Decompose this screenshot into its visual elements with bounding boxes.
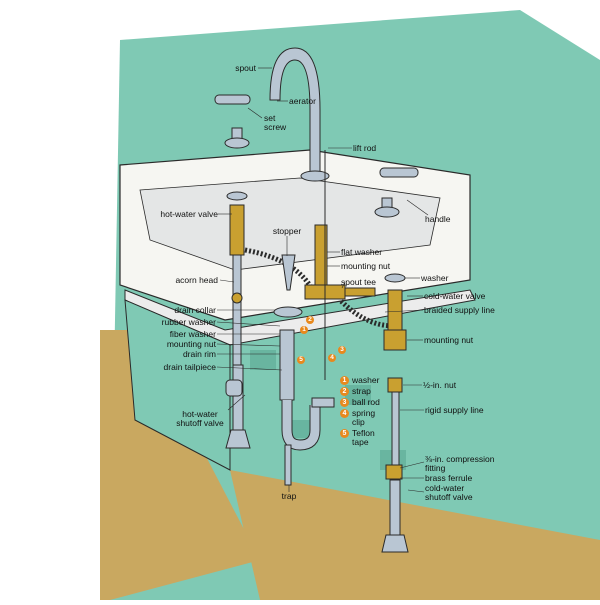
legend-text: Teflon tape — [352, 429, 375, 447]
label-stopper: stopper — [262, 227, 312, 236]
label-hot-water-shutoff-valve: hot-water shutoff valve — [170, 410, 230, 428]
callout-3: 3 — [338, 346, 346, 354]
legend-text: spring clip — [352, 409, 375, 427]
label-half-in-nut: ½-in. nut — [423, 381, 456, 390]
label-drain-rim: drain rim — [150, 350, 216, 359]
label-drain-collar: drain collar — [150, 306, 216, 315]
legend-number: 5 — [340, 429, 349, 438]
label-aerator: aerator — [289, 97, 316, 106]
label-mounting-nut-left: mounting nut — [150, 340, 216, 349]
label-lift-rod: lift rod — [353, 144, 376, 153]
label-spout: spout — [218, 64, 256, 73]
legend-text: strap — [352, 387, 371, 396]
label-trap: trap — [274, 492, 304, 501]
legend-text: washer — [352, 376, 379, 385]
legend-number: 2 — [340, 387, 349, 396]
label-mounting-nut-top: mounting nut — [341, 262, 390, 271]
label-brass-ferrule: brass ferrule — [425, 474, 472, 483]
legend-number: 4 — [340, 409, 349, 418]
callout-1: 1 — [300, 326, 308, 334]
label-compression-fitting: ⅜-in. compression fitting — [425, 455, 494, 473]
label-flat-washer: flat washer — [341, 248, 382, 257]
legend-text: ball rod — [352, 398, 380, 407]
label-hot-water-valve: hot-water valve — [140, 210, 218, 219]
callout-2: 2 — [306, 316, 314, 324]
legend-number: 1 — [340, 376, 349, 385]
label-cold-water-valve: cold-water valve — [424, 292, 485, 301]
callout-4: 4 — [328, 354, 336, 362]
label-handle: handle — [425, 215, 451, 224]
label-set-screw: set screw — [264, 114, 286, 132]
label-mounting-nut-right: mounting nut — [424, 336, 473, 345]
label-washer-top: washer — [421, 274, 448, 283]
label-rigid-supply-line: rigid supply line — [425, 406, 484, 415]
label-acorn-head: acorn head — [160, 276, 218, 285]
label-spout-tee: spout tee — [341, 278, 376, 287]
label-cold-water-shutoff-valve: cold-water shutoff valve — [425, 484, 473, 502]
label-fiber-washer: fiber washer — [150, 330, 216, 339]
legend-number: 3 — [340, 398, 349, 407]
label-drain-tailpiece: drain tailpiece — [140, 363, 216, 372]
label-rubber-washer: rubber washer — [150, 318, 216, 327]
callout-5: 5 — [297, 356, 305, 364]
label-braided-supply-line: braided supply line — [424, 306, 495, 315]
